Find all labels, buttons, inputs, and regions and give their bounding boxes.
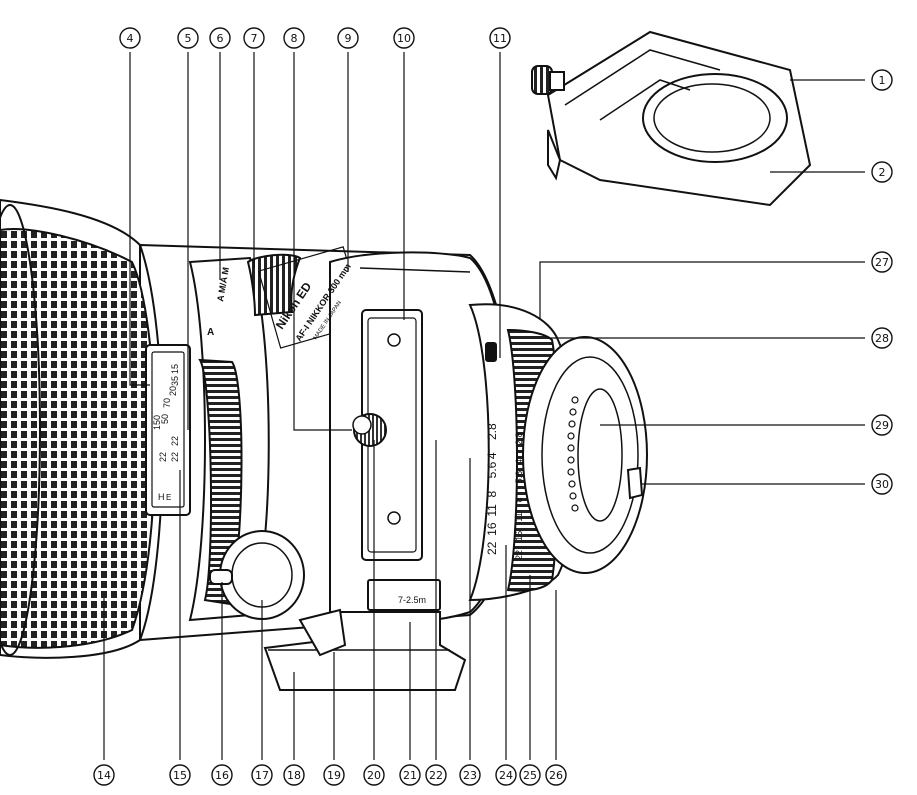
callout-17: 17 — [251, 764, 273, 786]
callout-5: 5 — [177, 27, 199, 49]
distance-value: 50 — [160, 414, 170, 424]
distance-value: 20 — [168, 386, 178, 396]
svg-text:11: 11 — [493, 32, 507, 45]
aperture-value: 5.6 — [514, 471, 524, 484]
svg-text:1: 1 — [879, 74, 886, 87]
callout-29: 29 — [871, 414, 893, 436]
aperture-scale-inner: 22 16 11 8 5.6 4 2.8 — [514, 432, 524, 560]
distance-value: 22 — [170, 436, 180, 446]
aperture-value: 8 — [485, 491, 499, 498]
distance-value: 70 — [162, 398, 172, 408]
svg-text:4: 4 — [127, 32, 134, 45]
svg-text:18: 18 — [287, 769, 301, 782]
callout-16: 16 — [211, 764, 233, 786]
collar-knob — [531, 65, 565, 95]
svg-text:9: 9 — [345, 32, 352, 45]
aperture-value: 2.8 — [514, 432, 524, 445]
aperture-value: 22 — [485, 541, 499, 555]
aperture-value: 8 — [514, 497, 524, 502]
limiter-range: 7-2.5m — [398, 595, 426, 605]
svg-text:14: 14 — [97, 769, 111, 782]
svg-text:10: 10 — [397, 32, 411, 45]
depth-mark-e: E — [166, 493, 171, 502]
aperture-value: 11 — [485, 504, 499, 517]
callout-21: 21 — [399, 764, 421, 786]
svg-text:27: 27 — [875, 256, 889, 269]
aperture-value: 16 — [514, 531, 524, 541]
depth-mark-h: H — [158, 492, 165, 502]
callout-30: 30 — [871, 473, 893, 495]
callout-11: 11 — [489, 27, 511, 49]
callout-23: 23 — [459, 764, 481, 786]
collar-foot-tab — [547, 129, 562, 181]
svg-text:29: 29 — [875, 419, 889, 432]
callout-15: 15 — [169, 764, 191, 786]
svg-text:25: 25 — [523, 769, 537, 782]
callout-1: 1 — [871, 69, 893, 91]
svg-text:6: 6 — [217, 32, 224, 45]
aperture-value: 4 — [485, 452, 499, 459]
callout-7: 7 — [243, 27, 265, 49]
svg-text:22: 22 — [429, 769, 443, 782]
callout-20: 20 — [363, 764, 385, 786]
callout-4: 4 — [119, 27, 141, 49]
callout-8: 8 — [283, 27, 305, 49]
svg-text:28: 28 — [875, 332, 889, 345]
aperture-value: 11 — [514, 512, 524, 521]
focus-ring-knurl — [0, 228, 156, 649]
svg-text:5: 5 — [185, 32, 192, 45]
focus-mode-left: A — [207, 327, 214, 338]
svg-text:15: 15 — [173, 769, 187, 782]
collar-detent — [298, 608, 347, 657]
rear-switch — [485, 342, 497, 362]
svg-text:8: 8 — [291, 32, 298, 45]
callout-9: 9 — [337, 27, 359, 49]
aperture-value: 4 — [514, 459, 524, 464]
callout-14: 14 — [93, 764, 115, 786]
svg-text:7: 7 — [251, 32, 258, 45]
callout-26: 26 — [545, 764, 567, 786]
svg-text:2: 2 — [879, 166, 886, 179]
svg-text:23: 23 — [463, 769, 477, 782]
aperture-value: 5.6 — [485, 461, 499, 478]
detached-tripod-collar — [531, 30, 812, 207]
distance-value-lower: 22 — [170, 452, 180, 462]
tripod-foot — [263, 611, 467, 691]
callout-27: 27 — [871, 251, 893, 273]
callout-2: 2 — [871, 161, 893, 183]
callout-18: 18 — [283, 764, 305, 786]
distance-value: 15 — [170, 364, 180, 374]
svg-text:21: 21 — [403, 769, 417, 782]
svg-text:30: 30 — [875, 478, 889, 491]
callout-6: 6 — [209, 27, 231, 49]
cpu-contacts — [567, 396, 579, 512]
svg-text:17: 17 — [255, 769, 269, 782]
aperture-value: 2.8 — [485, 423, 499, 440]
svg-text:16: 16 — [215, 769, 229, 782]
svg-text:19: 19 — [327, 769, 341, 782]
callout-24: 24 — [495, 764, 517, 786]
svg-text:24: 24 — [499, 769, 513, 782]
callout-28: 28 — [871, 327, 893, 349]
callout-22: 22 — [425, 764, 447, 786]
svg-text:26: 26 — [549, 769, 563, 782]
rear-element — [577, 388, 623, 522]
callout-10: 10 — [393, 27, 415, 49]
svg-text:20: 20 — [367, 769, 381, 782]
aperture-value: 16 — [485, 522, 499, 536]
distance-value: 35 — [170, 376, 180, 386]
leader-lines — [103, 52, 865, 760]
callout-19: 19 — [323, 764, 345, 786]
aperture-scale-outer: 22 16 11 8 5.6 4 2.8 — [485, 423, 499, 555]
mount-lug — [626, 466, 644, 500]
callout-25: 25 — [519, 764, 541, 786]
aperture-value: 22 — [514, 550, 524, 560]
lens-barrel — [0, 198, 648, 691]
distance-value-lower: 22 — [158, 452, 168, 462]
limiter-switch — [367, 579, 441, 611]
distance-value: 150 — [152, 415, 162, 430]
